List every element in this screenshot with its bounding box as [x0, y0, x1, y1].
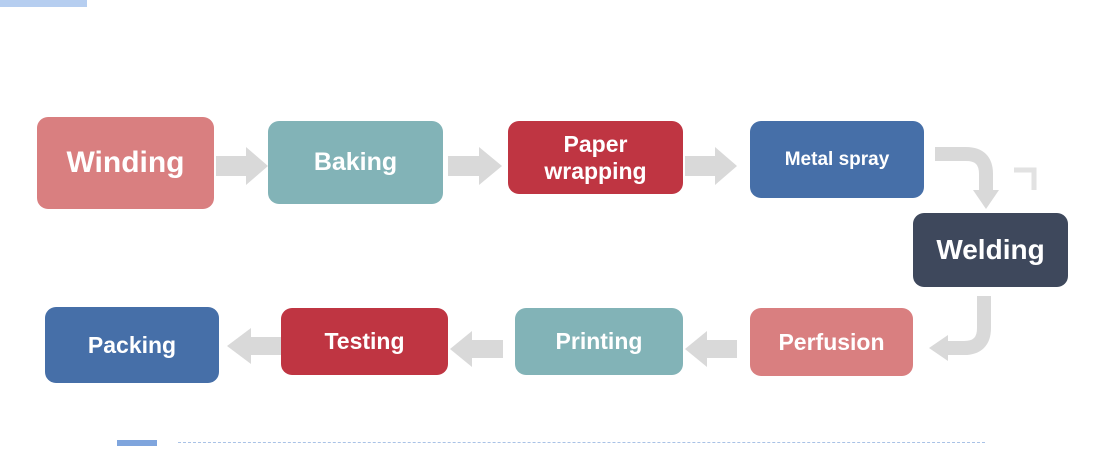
arrow-testing-to-packing [227, 328, 281, 364]
step-baking-label: Baking [313, 148, 398, 177]
step-printing: Printing [515, 308, 683, 375]
arrow-perfusion-to-printing [685, 331, 737, 367]
arrow-paper-wrapping-to-metal-spray [685, 147, 737, 185]
step-paper-wrapping: Paper wrapping [508, 121, 683, 194]
step-perfusion-label: Perfusion [778, 328, 885, 355]
bottom-dashed-divider [178, 442, 985, 443]
step-packing: Packing [45, 307, 219, 383]
step-paper-wrapping-label: Paper wrapping [544, 131, 647, 184]
arrow-printing-to-testing [450, 331, 503, 367]
arrow-winding-to-baking [216, 147, 268, 185]
step-testing: Testing [281, 308, 448, 375]
arrow-metal-spray-to-welding [935, 147, 993, 190]
arrow-baking-to-paper-wrapping [448, 147, 502, 185]
corner-bracket-mark [1014, 167, 1037, 190]
step-printing-label: Printing [555, 328, 643, 355]
step-welding-label: Welding [936, 233, 1045, 265]
arrow-welding-to-perfusion-head [929, 335, 948, 361]
arrow-metal-spray-to-welding-head [973, 190, 999, 209]
step-metal-spray-label: Metal spray [784, 148, 890, 170]
step-winding-label: Winding [66, 145, 185, 179]
step-perfusion: Perfusion [750, 308, 913, 376]
step-baking: Baking [268, 121, 443, 204]
step-packing-label: Packing [87, 331, 177, 358]
step-winding: Winding [37, 117, 214, 209]
bottom-accent-bar [117, 440, 157, 446]
top-accent-bar [0, 0, 87, 7]
step-testing-label: Testing [324, 328, 405, 355]
step-welding: Welding [913, 213, 1068, 287]
arrow-welding-to-perfusion [948, 296, 991, 355]
step-metal-spray: Metal spray [750, 121, 924, 198]
